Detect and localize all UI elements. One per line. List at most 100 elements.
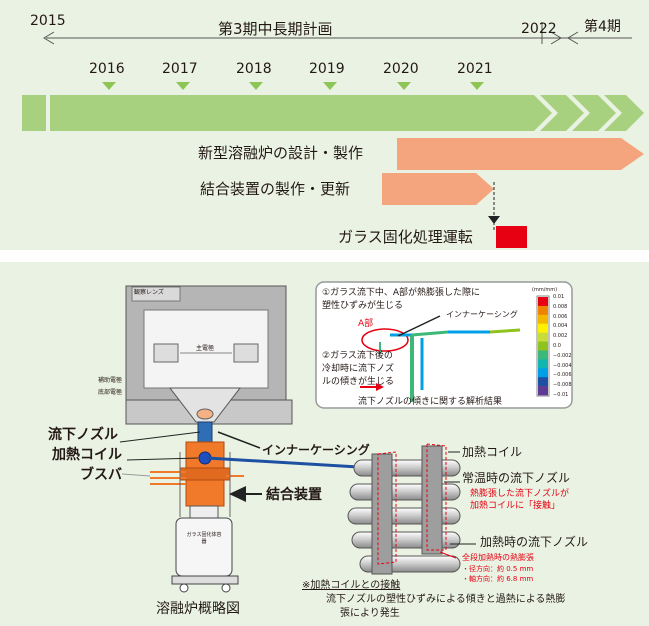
year-marker [323,82,337,90]
year-label: 2017 [162,61,198,77]
coil-label: 加熱コイル [462,445,523,459]
guide-arrowhead [488,216,500,224]
scale-swatch [538,297,548,307]
nozzle-wall-normal [421,445,443,555]
scale-swatch [538,305,548,316]
electrode-block-right [233,343,259,363]
year-marker [176,82,190,90]
analysis-note1: ①ガラス流下中、A部が熱膨張した際に [322,288,481,298]
scale-tick-label: 0.004 [553,323,568,330]
aux-electrode-label: 補助電極 [98,377,123,384]
next-period-arrowhead [567,31,579,45]
detail-arrow [206,456,376,470]
part-a-label: A部 [358,319,374,329]
part-a-circle [361,328,409,352]
radial-expansion: ・径方向：約 0.5 mm [462,565,534,573]
coupling-flange [179,467,231,481]
scale-swatch [538,341,548,351]
contact-description: 張により発生 [340,608,400,619]
contact-note: 加熱コイルに「接触」 [470,501,561,511]
timeline-band-start [22,95,46,131]
callout-busbar [121,473,151,477]
scale-tick-label: 0.008 [553,303,568,310]
operation-task-bar [496,226,527,248]
inner-casing-label: インナーケーシング [262,443,370,457]
model-segment [411,330,449,337]
inner-casing-model-label: インナーケーシング [446,310,518,319]
callout-nozzle [119,431,201,443]
melter-caption: 溶融炉概略図 [156,601,240,617]
electrode-block-left [153,343,179,363]
nozzle-heated-outline [426,443,447,551]
inner-casing-pointer [397,315,441,337]
chevron [572,95,616,131]
analysis-note2: ルの傾きが生じる [322,377,395,387]
period-left-arrowhead [43,31,55,45]
scale-swatch [538,368,548,378]
scale-tick-label: 0.0 [553,343,561,349]
year-label: 2021 [457,61,493,77]
next-period-label: 第4期 [584,19,621,35]
schedule-panel: 2015 第3期中長期計画 2022 第4期 2016 2017 2018 20… [0,0,649,250]
normal-nozzle-label: 常温時の流下ノズル [462,471,571,485]
scale-tick-label: 0.002 [553,333,568,340]
start-year: 2015 [30,13,66,29]
scale-unit: (mm/mm) [532,287,558,293]
expansion-title: 全段加熱時の熱膨張 [462,553,534,562]
container-label: ガラス固化体容器 [186,532,222,545]
melter-graphics [119,281,573,593]
coupling-task-bar [382,173,494,205]
callout-inner-casing [217,431,261,449]
main-electrode-label: 主電極 [196,345,215,352]
hopper [168,387,242,423]
scale-swatch [538,386,548,396]
nozzle-wall-normal [371,453,393,575]
year-label: 2019 [309,61,345,77]
bottom-electrode-label: 底部電極 [98,389,123,396]
scale-tick-label: −0.008 [553,382,572,389]
chevron [540,95,584,131]
axial-expansion: ・軸方向：約 6.8 mm [462,575,534,583]
scale-tick-label: −0.002 [553,352,572,359]
year-marker [397,82,411,90]
melter-panel: 観察レンズ 主電極 補助電極 底部電極 流下ノズル 加熱コイル インナーケーシン… [0,262,649,626]
heating-coil-label: 加熱コイル [52,447,122,463]
scale-tick-label: −0.004 [553,362,572,369]
analysis-box [315,281,573,409]
top-label: 観察レンズ [134,289,164,296]
analysis-title: 流下ノズルの傾きに関する解析結果 [358,397,503,407]
contact-heading: ※加熱コイルとの接触 [302,580,401,591]
callout-coil [126,457,199,461]
task-label-coupling: 結合装置の製作・更新 [200,180,351,198]
contact-note: 熱膨張した流下ノズルが [470,489,570,499]
container-neck [189,505,219,519]
model-segment [489,328,521,334]
schedule-graphics [22,22,644,248]
cart-wheel [221,583,231,593]
scale-swatch [538,377,548,387]
timeline-band [50,95,552,131]
task-label-design: 新型溶融炉の設計・製作 [198,144,364,162]
coupling-label: 結合装置 [266,487,322,503]
busbar-label: ブスバ [80,467,122,483]
scale-swatch [538,359,548,369]
callout-line [439,551,457,559]
nozzle-heated-outline [377,451,397,565]
scale-swatch [538,314,548,325]
scale-swatch [538,332,548,342]
analysis-note1: 塑性ひずみが生じる [322,301,404,311]
scale-swatch [538,323,548,333]
period-label: 第3期中長期計画 [218,20,333,38]
scale-tick-label: −0.006 [553,372,572,379]
cart-wheel [179,583,189,593]
scale-tick-label: −0.01 [553,392,569,398]
year-label: 2016 [89,61,125,77]
chevron [604,95,644,131]
glass-container [175,517,233,577]
scale-tick-label: 0.006 [553,313,568,320]
end-year: 2022 [521,21,557,37]
analysis-note2: 冷却時に流下ノズ [322,364,395,374]
year-marker [249,82,263,90]
design-task-bar [397,138,644,170]
tilt-arrowhead [376,383,384,391]
